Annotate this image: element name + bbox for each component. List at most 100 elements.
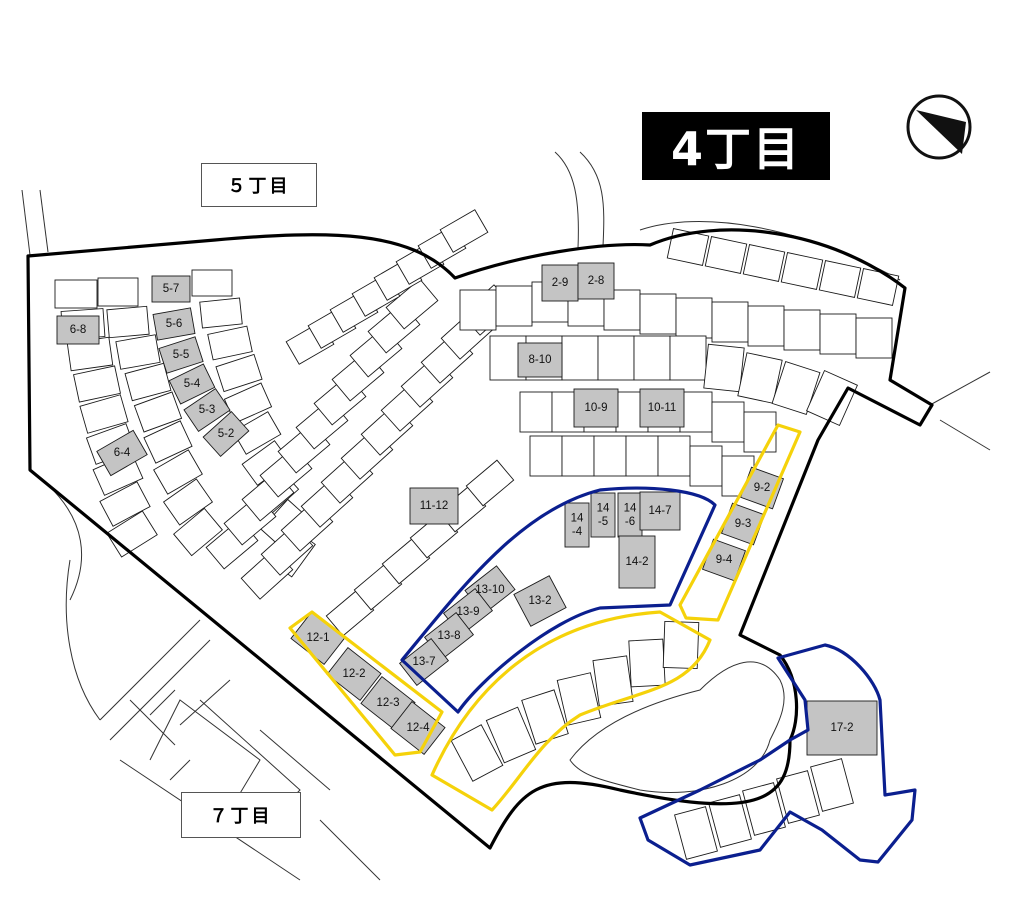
page-title: 4丁目 [642, 112, 830, 180]
lot-label: 13-8 [437, 630, 460, 642]
lot-parcel [855, 317, 893, 359]
lot-parcel [97, 277, 139, 307]
lot-parcel [810, 758, 854, 812]
lot-5-6 [152, 307, 196, 341]
lot-parcel [106, 305, 150, 339]
lot-label: 5-7 [163, 283, 180, 295]
lot-label: 14-2 [625, 556, 648, 568]
lot-parcel [495, 285, 533, 327]
lot-parcel [223, 382, 273, 424]
lot-13-7 [398, 638, 450, 686]
lot-label: 6-4 [114, 447, 131, 459]
lot-label: 9-4 [716, 554, 733, 566]
highlight-yellow-12 [288, 610, 444, 757]
lot-parcel [153, 449, 203, 495]
lot-label: 13-9 [456, 606, 479, 618]
lot-parcel [675, 297, 713, 339]
lot-parcel [592, 655, 634, 707]
lot-parcel [818, 260, 862, 298]
lot-parcel [232, 411, 282, 455]
lot-parcel [819, 313, 857, 355]
lot-11-12 [409, 487, 459, 525]
lot-parcel [54, 279, 98, 309]
lot-parcel [143, 420, 193, 464]
lot-parcel [561, 435, 595, 477]
lot-5-3 [183, 387, 231, 433]
lot-label: 9-3 [735, 518, 752, 530]
lot-6-8 [56, 315, 100, 345]
lot-parcel [207, 325, 253, 361]
lot-parcel [115, 334, 161, 370]
lot-parcel [703, 343, 745, 393]
inner-loop-road [569, 661, 785, 794]
lot-14-7 [639, 491, 681, 531]
lot-10-11 [639, 388, 685, 428]
lot-parcel [633, 335, 671, 381]
lot-12-2 [326, 647, 382, 701]
lot-parcel [743, 411, 777, 453]
lot-parcel [625, 435, 659, 477]
lot-14-2 [618, 535, 656, 589]
lot-parcel [450, 724, 504, 782]
lot-parcel [597, 335, 635, 381]
lot-8-10 [517, 342, 563, 378]
lot-parcel [689, 445, 723, 487]
lot-parcel [679, 391, 713, 433]
context-roads [21, 151, 991, 881]
lot-parcel [657, 435, 691, 477]
lot-parcel [662, 620, 700, 670]
lot-label: 13-7 [412, 656, 435, 668]
lot-label: 14-4 [571, 513, 584, 538]
lot-label: 2-8 [588, 275, 605, 287]
lot-parcel [856, 268, 900, 306]
lot-label: 5-6 [166, 318, 183, 330]
lot-parcel [173, 507, 223, 557]
lot-parcel [73, 365, 121, 403]
lot-parcel [783, 309, 821, 351]
lot-label: 12-2 [342, 668, 365, 680]
lot-parcel [561, 335, 599, 381]
lot-label: 12-3 [376, 697, 399, 709]
lot-2-9 [541, 264, 579, 302]
lot-parcel [519, 391, 553, 433]
lot-label: 2-9 [552, 277, 569, 289]
lot-parcel [215, 353, 263, 393]
lot-parcel [485, 706, 537, 764]
lot-parcel [199, 297, 243, 329]
highlight-yellow-arc [430, 610, 712, 812]
district-boundary [26, 228, 934, 850]
lot-label: 12-4 [406, 722, 430, 734]
lot-10-9 [573, 388, 619, 428]
lot-label: 6-8 [70, 324, 87, 336]
lot-label: 14-6 [624, 503, 637, 528]
lot-parcel [124, 362, 172, 402]
lot-label: 10-9 [584, 402, 607, 414]
lot-label: 14-5 [597, 503, 610, 528]
highlight-blue-17 [638, 643, 917, 867]
lot-parcel [669, 335, 707, 381]
lot-parcel [191, 269, 233, 297]
lot-label: 5-3 [199, 404, 216, 416]
lot-6-4 [96, 429, 148, 477]
lot-label: 5-5 [173, 349, 190, 361]
lot-label: 8-10 [528, 354, 551, 366]
lot-label: 5-2 [218, 428, 235, 440]
lot-label: 13-2 [528, 595, 551, 607]
lot-parcel [639, 293, 677, 335]
lot-label: 13-10 [475, 584, 504, 596]
lot-parcel [708, 794, 752, 848]
lot-parcel [711, 301, 749, 343]
lots-central-arcs [450, 228, 900, 860]
lot-label: 17-2 [830, 722, 853, 734]
lot-label: 10-11 [648, 402, 677, 414]
lot-label: 9-2 [754, 482, 771, 494]
lot-parcel [593, 435, 627, 477]
lot-parcel [385, 278, 439, 330]
lot-parcel [459, 289, 497, 331]
north-arrow-icon [906, 94, 972, 160]
lot-parcel [771, 360, 821, 416]
lot-parcel [79, 394, 129, 434]
lot-parcel [674, 806, 718, 860]
lot-5-2 [202, 410, 250, 458]
